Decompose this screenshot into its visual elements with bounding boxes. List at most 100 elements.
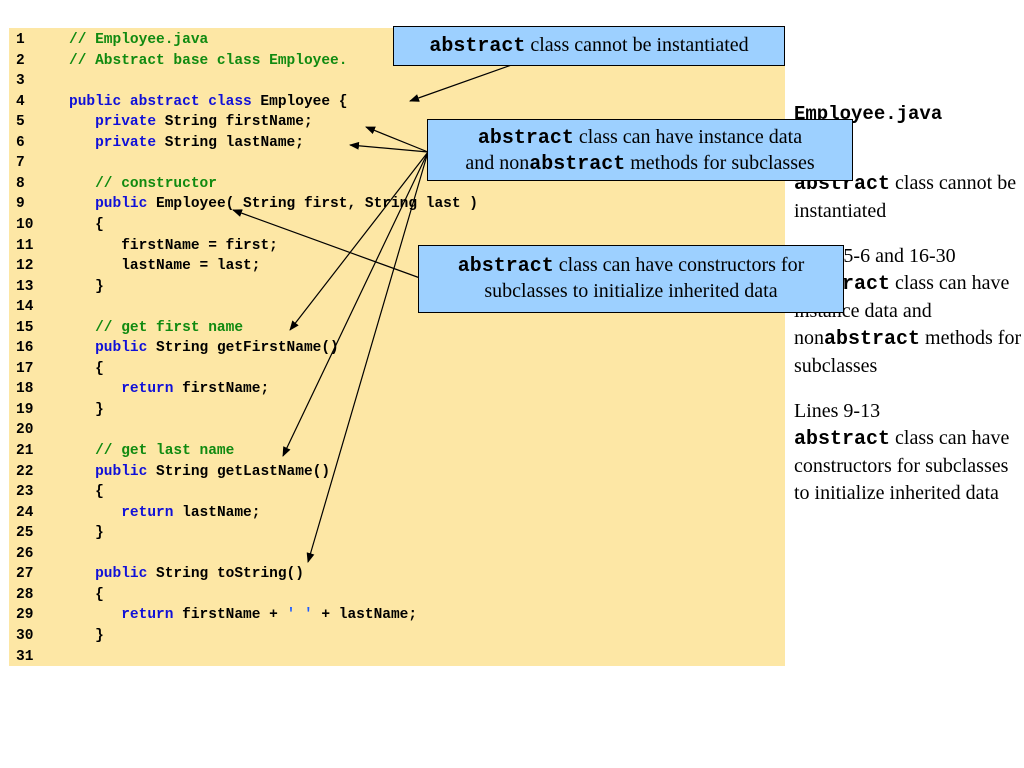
code-token: firstName = first; bbox=[121, 237, 278, 254]
sidebar-keyword: abstract bbox=[794, 428, 891, 451]
keyword-token: public bbox=[95, 566, 148, 583]
code-token: + lastName; bbox=[312, 607, 418, 624]
line-number: 6 bbox=[16, 134, 25, 151]
code-text: public String toString() bbox=[69, 564, 304, 584]
keyword-token: public bbox=[95, 196, 148, 213]
code-text: public String getLastName() bbox=[69, 462, 330, 482]
code-text: public Employee( String first, String la… bbox=[69, 194, 478, 214]
code-text: return lastName; bbox=[69, 503, 260, 523]
callout-keyword: abstract bbox=[529, 153, 626, 176]
keyword-token: return bbox=[121, 504, 174, 521]
indent bbox=[69, 505, 121, 521]
line-number: 18 bbox=[16, 381, 34, 398]
indent bbox=[69, 361, 95, 377]
code-text: { bbox=[69, 215, 104, 235]
code-token: String getLastName() bbox=[147, 463, 331, 480]
indent bbox=[69, 484, 95, 500]
line-number: 8 bbox=[16, 175, 25, 192]
indent bbox=[69, 587, 95, 603]
line-number: 3 bbox=[16, 73, 25, 90]
sidebar-note-text: class cannot be instantiated bbox=[794, 172, 1017, 222]
indent bbox=[69, 114, 95, 130]
code-text: // get last name bbox=[69, 441, 234, 461]
code-token: { bbox=[95, 216, 104, 233]
line-number: 24 bbox=[16, 504, 34, 521]
sidebar-note-text: methods for subclasses bbox=[794, 327, 1022, 377]
sidebar-notes: Employee.java abstract class cannot be i… bbox=[794, 100, 1022, 525]
code-text: // Abstract base class Employee. bbox=[69, 51, 347, 71]
code-text: { bbox=[69, 482, 104, 502]
code-token: Employee( String first, String last ) bbox=[147, 196, 478, 213]
line-number: 1 bbox=[16, 32, 25, 48]
code-text: private String firstName; bbox=[69, 112, 313, 132]
line-number: 26 bbox=[16, 545, 34, 562]
keyword-token: public bbox=[95, 463, 148, 480]
indent bbox=[69, 176, 95, 192]
code-text: // Employee.java bbox=[69, 30, 208, 50]
line-number: 23 bbox=[16, 484, 34, 501]
line-number: 17 bbox=[16, 360, 34, 377]
code-token: lastName; bbox=[173, 504, 261, 521]
code-token: Employee { bbox=[251, 93, 348, 110]
line-number: 15 bbox=[16, 319, 34, 336]
code-text: public abstract class Employee { bbox=[69, 92, 347, 112]
indent bbox=[69, 135, 95, 151]
code-text: return firstName + ' ' + lastName; bbox=[69, 605, 417, 625]
code-token: { bbox=[95, 360, 104, 377]
code-token: firstName; bbox=[173, 381, 270, 398]
callout-text: methods for subclasses bbox=[625, 152, 815, 174]
code-token: } bbox=[95, 401, 104, 418]
indent bbox=[69, 566, 95, 582]
keyword-token: public bbox=[95, 340, 148, 357]
code-token: String firstName; bbox=[156, 114, 313, 131]
code-text: return firstName; bbox=[69, 379, 269, 399]
code-token: } bbox=[95, 525, 104, 542]
sidebar-note-constructors: Lines 9-13 abstract class can have const… bbox=[794, 398, 1022, 507]
comment-token: // get first name bbox=[95, 319, 244, 336]
line-number: 21 bbox=[16, 443, 34, 459]
code-text: public String getFirstName() bbox=[69, 338, 339, 358]
code-text: { bbox=[69, 585, 104, 605]
code-text: firstName = first; bbox=[69, 236, 278, 256]
code-text: // constructor bbox=[69, 174, 217, 194]
code-token: lastName = last; bbox=[121, 258, 261, 275]
callout-keyword: abstract bbox=[429, 35, 526, 58]
code-token: String toString() bbox=[147, 566, 304, 583]
indent bbox=[69, 607, 121, 623]
line-number: 9 bbox=[16, 196, 25, 213]
code-token: { bbox=[95, 484, 104, 501]
line-number: 5 bbox=[16, 114, 25, 131]
callout-instance-data: abstract class can have instance data an… bbox=[427, 119, 853, 181]
indent bbox=[69, 402, 95, 418]
indent bbox=[69, 320, 95, 336]
sidebar-note-text: class can have constructors for subclass… bbox=[794, 427, 1010, 504]
indent bbox=[69, 196, 95, 212]
keyword-token: public abstract class bbox=[69, 93, 252, 110]
callout-text: class cannot be instantiated bbox=[525, 34, 749, 56]
callout-text: class can have constructors for bbox=[553, 254, 805, 276]
code-token: String getFirstName() bbox=[147, 340, 339, 357]
indent bbox=[69, 238, 121, 254]
line-number: 4 bbox=[16, 93, 25, 110]
comment-token: // Employee.java bbox=[69, 32, 209, 48]
line-number: 22 bbox=[16, 463, 34, 480]
code-token: } bbox=[95, 627, 104, 644]
line-number: 7 bbox=[16, 155, 25, 172]
code-text: { bbox=[69, 359, 104, 379]
code-text: // get first name bbox=[69, 318, 243, 338]
callout-text: class can have instance data bbox=[573, 126, 803, 148]
callout-text: and non bbox=[465, 152, 530, 174]
keyword-token: private bbox=[95, 134, 157, 151]
code-text: } bbox=[69, 277, 104, 297]
code-text: } bbox=[69, 626, 104, 646]
indent bbox=[69, 217, 95, 233]
line-number: 27 bbox=[16, 566, 34, 583]
line-number: 19 bbox=[16, 401, 34, 418]
callout-keyword: abstract bbox=[477, 127, 574, 150]
keyword-token: return bbox=[121, 607, 174, 624]
comment-token: // get last name bbox=[95, 443, 235, 459]
code-token: { bbox=[95, 586, 104, 603]
code-text: } bbox=[69, 400, 104, 420]
callout-text: subclasses to initialize inherited data bbox=[484, 280, 778, 302]
